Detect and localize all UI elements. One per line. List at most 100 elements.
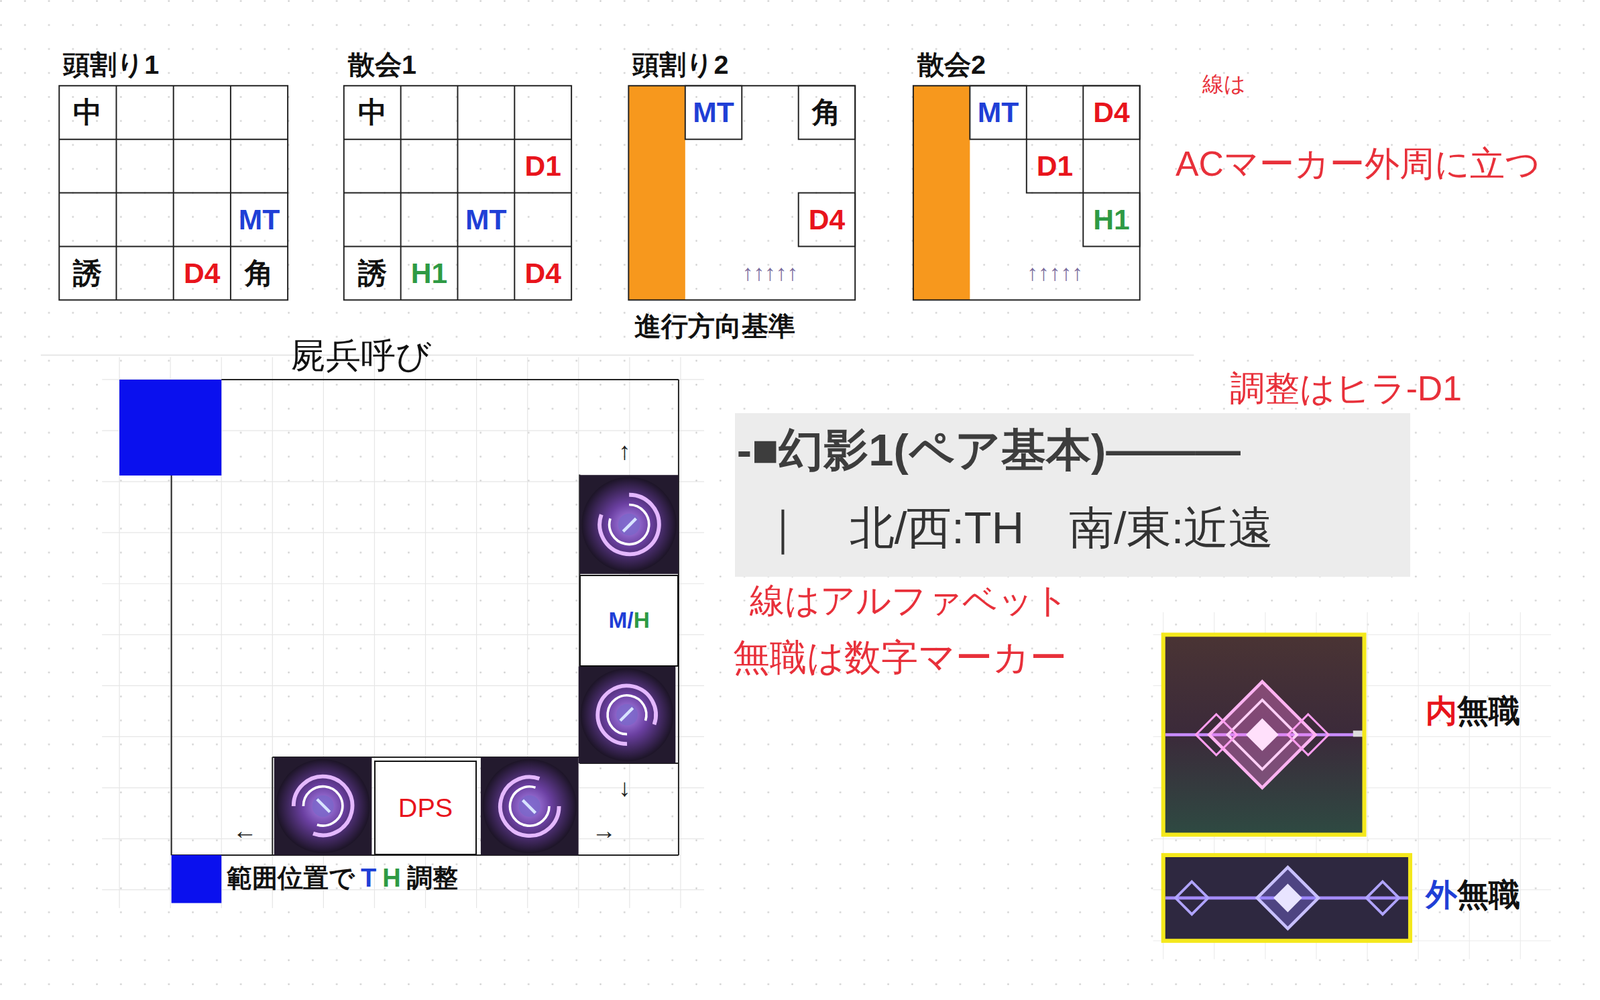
- label-group: ACマーカー外周に立つ: [1175, 142, 1541, 185]
- role-box: DPS: [374, 760, 477, 856]
- cell-label: 誘: [59, 246, 117, 300]
- cell-label: D4: [173, 246, 231, 300]
- grid-lines-part: [1082, 85, 1140, 140]
- grid-title: 頭割り2: [632, 48, 729, 81]
- outer-tether-picture-part: [1175, 881, 1209, 915]
- panel-line: -■幻影1(ペア基本)———: [736, 423, 1241, 477]
- label-group: 屍兵呼び: [291, 334, 432, 377]
- grid-title: 散会2: [917, 48, 986, 81]
- handwritten-heading: 屍兵呼び: [291, 334, 432, 377]
- label-group: ↑: [618, 436, 631, 467]
- portal-icon-part-part: [578, 665, 676, 764]
- direction-arrows: ↑↑↑↑↑: [685, 246, 855, 300]
- move-arrow: →: [592, 816, 617, 846]
- outer-tether-picture-part: [1273, 883, 1303, 913]
- portal-icon: [274, 474, 679, 855]
- inner-tether-picture-part: [1195, 714, 1237, 756]
- grid-title: 散会1: [348, 48, 417, 81]
- grid-lines: [59, 85, 1140, 301]
- portal-icon-part: [578, 665, 676, 764]
- label-group: ↓: [618, 773, 631, 803]
- handwritten-note: ACマーカー外周に立つ: [1175, 142, 1541, 185]
- cell-label: H1: [401, 246, 459, 300]
- grid-lines-part: [913, 85, 1140, 301]
- cell-label: MT: [685, 85, 742, 140]
- legend-word: 無職: [1457, 875, 1521, 914]
- grid-lines-part: [913, 85, 970, 301]
- paper-grid-part: [40, 354, 1195, 357]
- grid-lines-part: [685, 85, 742, 140]
- cell-label: D4: [1082, 85, 1140, 140]
- formation-grid: 散会1中D1MT誘H1D4: [344, 85, 572, 301]
- label-group: 無職は数字マーカー: [732, 635, 1067, 680]
- formation-grid: 頭割り1中MT誘D4角: [59, 85, 288, 301]
- portal-icon-part: [579, 474, 679, 575]
- outer-tether-picture-part: [1366, 881, 1400, 915]
- role-label: DPS: [398, 791, 453, 824]
- cell-label: MT: [230, 193, 288, 247]
- outer-tether-picture: [1163, 854, 1411, 941]
- inner-tether-picture-part: [1209, 681, 1316, 788]
- portal-icon-part: [480, 757, 579, 855]
- paper-grid-part: [101, 357, 705, 909]
- role-letter: T: [360, 863, 377, 894]
- role-label: /: [626, 606, 634, 634]
- legend-word: 無職: [1457, 692, 1521, 731]
- cell-label: 中: [59, 85, 117, 140]
- role-box: M/H: [579, 574, 679, 667]
- portal-icon-part-part: [274, 757, 373, 855]
- cell-label: D1: [514, 139, 572, 194]
- cell-label: MT: [457, 193, 515, 247]
- label-group: 進行方向基準: [634, 310, 796, 342]
- inner-tether-picture-part: [1163, 634, 1365, 835]
- label-group: 線は: [1202, 71, 1246, 98]
- legend-word: 外: [1425, 875, 1458, 914]
- arena-outline-part: [171, 379, 679, 855]
- note-panel: -■幻影1(ペア基本)——— ｜ 北/西:TH 南/東:近遠: [734, 413, 1411, 577]
- cell-label: MT: [969, 85, 1026, 140]
- cell-label: 中: [344, 85, 402, 140]
- portal-icon-part-part: [480, 757, 579, 855]
- label-group: 調整はヒラ-D1: [1229, 367, 1462, 410]
- inner-tether-picture: [1163, 634, 1365, 835]
- label-group: 線はアルファベット: [749, 579, 1069, 621]
- grid-lines-part: [628, 85, 855, 301]
- grid-lines-part: [59, 85, 288, 301]
- cell-label: D1: [1026, 139, 1083, 194]
- grid-title: 頭割り1: [63, 48, 159, 81]
- formation-grid: 散会2MTD4D1H1↑↑↑↑↑: [913, 85, 1140, 301]
- inner-tether-picture-part: [1163, 634, 1365, 835]
- handwritten-note: 線はアルファベット: [749, 579, 1069, 621]
- direction-arrows: ↑↑↑↑↑: [969, 246, 1140, 300]
- portal-icon-part: [274, 757, 373, 855]
- grid-lines-part: [969, 85, 1026, 140]
- cell-label: 角: [798, 85, 855, 140]
- grid-lines-part: [344, 85, 572, 301]
- grid-lines-part: [628, 85, 685, 301]
- grid-lines-part: [59, 85, 288, 301]
- paper-grid-part: [1153, 612, 1552, 959]
- move-arrow: ←: [232, 816, 258, 846]
- move-arrow: ↑: [618, 436, 631, 467]
- inner-tether-picture-part: [1245, 718, 1279, 752]
- label-group: 内無職: [1425, 692, 1521, 731]
- note-text: 調整: [407, 863, 459, 894]
- outer-tether-picture-part: [1163, 854, 1411, 941]
- note-text: 範囲位置で: [226, 863, 355, 894]
- arena-outline: [119, 379, 679, 903]
- cell-label: D4: [514, 246, 572, 300]
- role-label: M: [608, 606, 627, 634]
- role-label: H: [633, 606, 650, 634]
- inner-tether-picture-part: [1353, 730, 1364, 737]
- cell-label: D4: [798, 193, 855, 247]
- outer-tether-picture-part: [1257, 867, 1319, 929]
- grid-lines-part: [344, 85, 572, 301]
- panel-line: ｜ 北/西:TH 南/東:近遠: [760, 500, 1275, 555]
- grid-lines-part: [1082, 193, 1140, 247]
- cell-label: 誘: [344, 246, 402, 300]
- formation-grid: 頭割り2MT角D4↑↑↑↑↑: [628, 85, 855, 301]
- label-group: →: [592, 816, 617, 846]
